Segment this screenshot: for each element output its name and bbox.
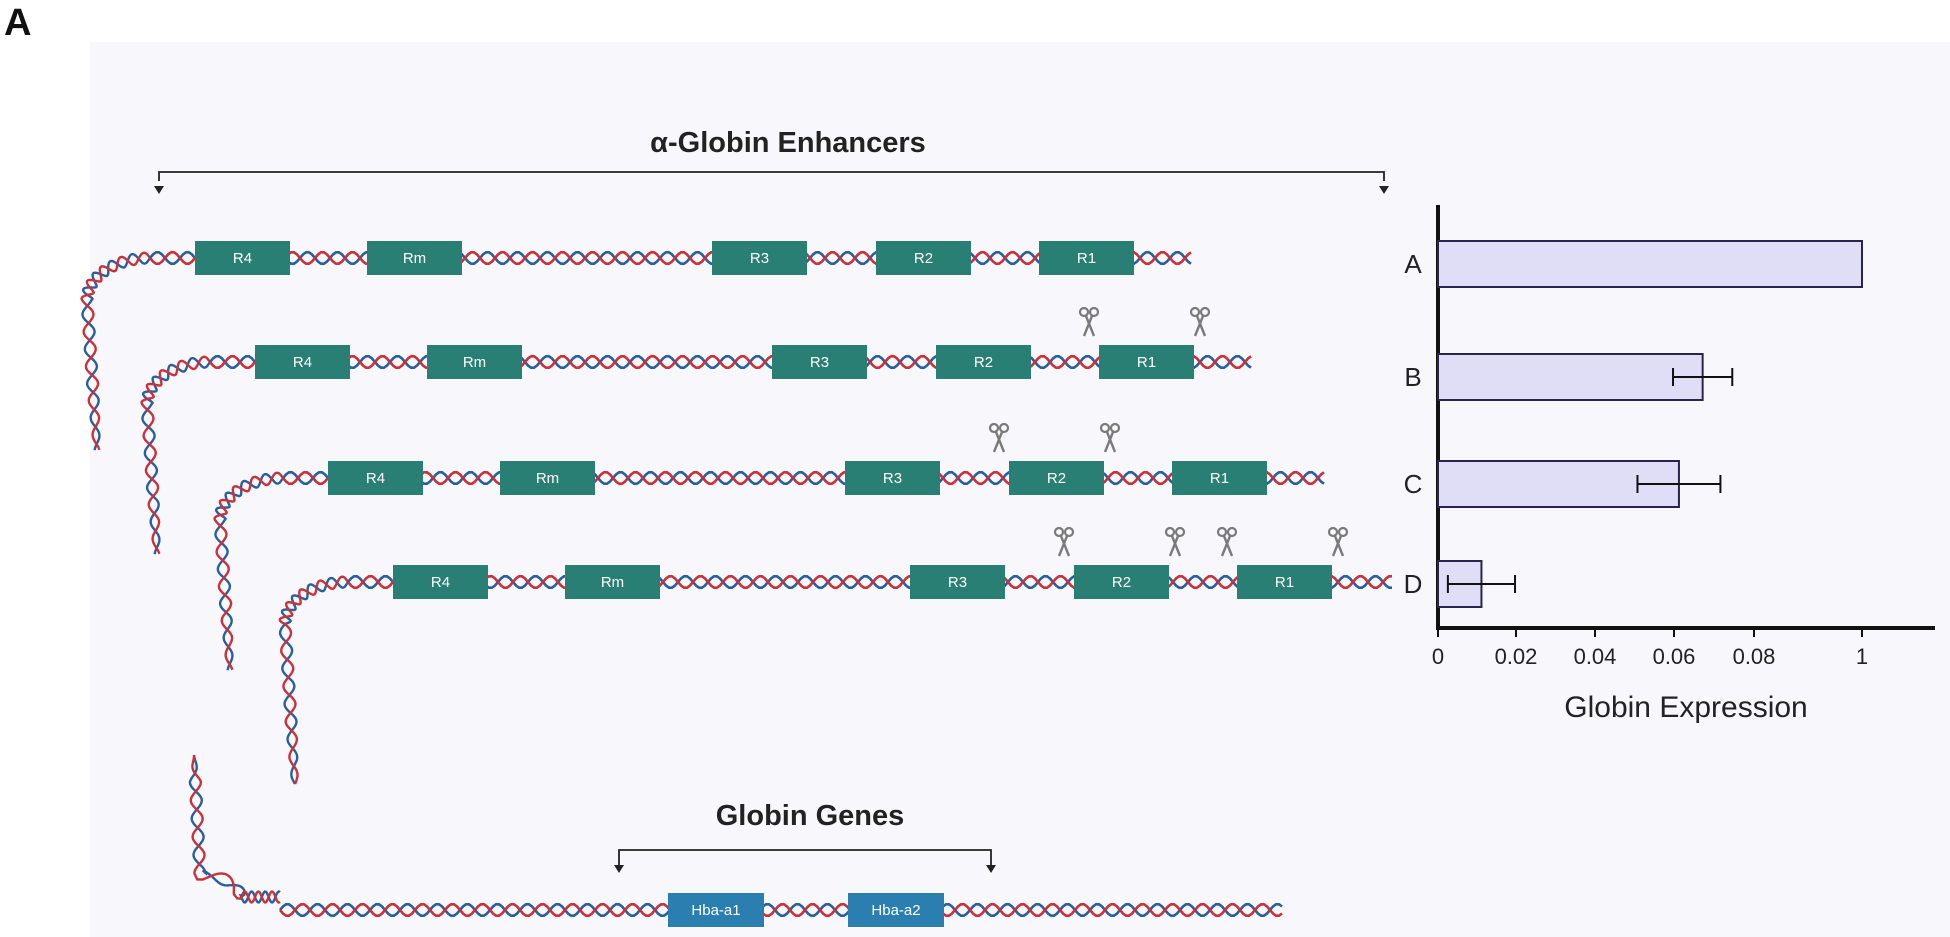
enhancer-r1-box (1172, 461, 1267, 495)
scissors-icon (988, 422, 1010, 454)
enhancer-r2-label: R2 (914, 250, 933, 267)
category-label-B: B (1404, 362, 1421, 392)
category-label-C: C (1404, 469, 1423, 499)
enhancer-r4-label: R4 (431, 574, 450, 591)
enhancer-r1-box (1039, 241, 1134, 275)
enhancer-rm-label: Rm (403, 250, 426, 267)
x-tick-label: 0.06 (1653, 644, 1696, 669)
bar-B (1437, 353, 1704, 401)
enhancer-r2-box (1074, 565, 1169, 599)
panel-letter: A (4, 2, 32, 44)
category-label-D: D (1404, 569, 1423, 599)
enhancer-r4-label: R4 (366, 470, 385, 487)
enhancer-r1-box (1099, 345, 1194, 379)
genes-bracket (614, 849, 996, 873)
x-tick-label: 0.04 (1574, 644, 1617, 669)
enhancer-r4-box (328, 461, 423, 495)
x-tick-label: 0.02 (1495, 644, 1538, 669)
enhancer-r2-box (876, 241, 971, 275)
enhancer-r1-label: R1 (1137, 354, 1156, 371)
enhancer-r3-box (845, 461, 940, 495)
dna-strand-4: R4 Rm R3 R2 R1 (278, 526, 1392, 785)
gene-1-box (668, 893, 764, 927)
enhancer-r1-label: R1 (1275, 574, 1294, 591)
enhancer-r3-label: R3 (810, 354, 829, 371)
enhancers-bracket (154, 171, 1389, 194)
enhancer-r3-box (712, 241, 807, 275)
enhancer-r2-box (936, 345, 1031, 379)
globin-gene-strand: Hba-a1 Hba-a2 (188, 754, 1283, 927)
enhancer-rm-label: Rm (536, 470, 559, 487)
enhancer-r4-box (255, 345, 350, 379)
enhancer-r4-label: R4 (293, 354, 312, 371)
enhancer-r2-label: R2 (1112, 574, 1131, 591)
enhancer-r3-label: R3 (883, 470, 902, 487)
x-tick-label: 0.08 (1733, 644, 1776, 669)
enhancer-r2-label: R2 (1047, 470, 1066, 487)
enhancer-rm-box (427, 345, 522, 379)
gene-1-label: Hba-a1 (691, 902, 740, 919)
genes-title: Globin Genes (716, 800, 905, 832)
gene-2-label: Hba-a2 (871, 902, 920, 919)
enhancer-rm-label: Rm (601, 574, 624, 591)
enhancer-r4-box (393, 565, 488, 599)
x-tick-label: 1 (1856, 644, 1868, 669)
enhancer-r3-label: R3 (750, 250, 769, 267)
enhancer-r3-label: R3 (948, 574, 967, 591)
scissors-icon (1053, 526, 1075, 558)
scissors-icon (1189, 306, 1211, 338)
enhancers-title: α-Globin Enhancers (650, 127, 926, 159)
enhancer-r2-label: R2 (974, 354, 993, 371)
enhancer-r1-box (1237, 565, 1332, 599)
scissors-icon (1164, 526, 1186, 558)
x-tick-label: 0 (1432, 644, 1444, 669)
enhancer-r1-label: R1 (1077, 250, 1096, 267)
enhancer-r1-label: R1 (1210, 470, 1229, 487)
enhancer-rm-box (367, 241, 462, 275)
enhancer-r3-box (910, 565, 1005, 599)
enhancer-rm-box (565, 565, 660, 599)
enhancer-r2-box (1009, 461, 1104, 495)
enhancer-r3-box (772, 345, 867, 379)
x-axis-title: Globin Expression (1564, 691, 1807, 724)
gene-2-box (848, 893, 944, 927)
enhancer-r4-label: R4 (233, 250, 252, 267)
category-label-A: A (1404, 249, 1422, 279)
enhancer-rm-box (500, 461, 595, 495)
bar-A (1437, 240, 1863, 288)
scissors-icon (1327, 526, 1349, 558)
scissors-icon (1099, 422, 1121, 454)
scissors-icon (1216, 526, 1238, 558)
scissors-icon (1078, 306, 1100, 338)
enhancer-r4-box (195, 241, 290, 275)
enhancer-rm-label: Rm (463, 354, 486, 371)
